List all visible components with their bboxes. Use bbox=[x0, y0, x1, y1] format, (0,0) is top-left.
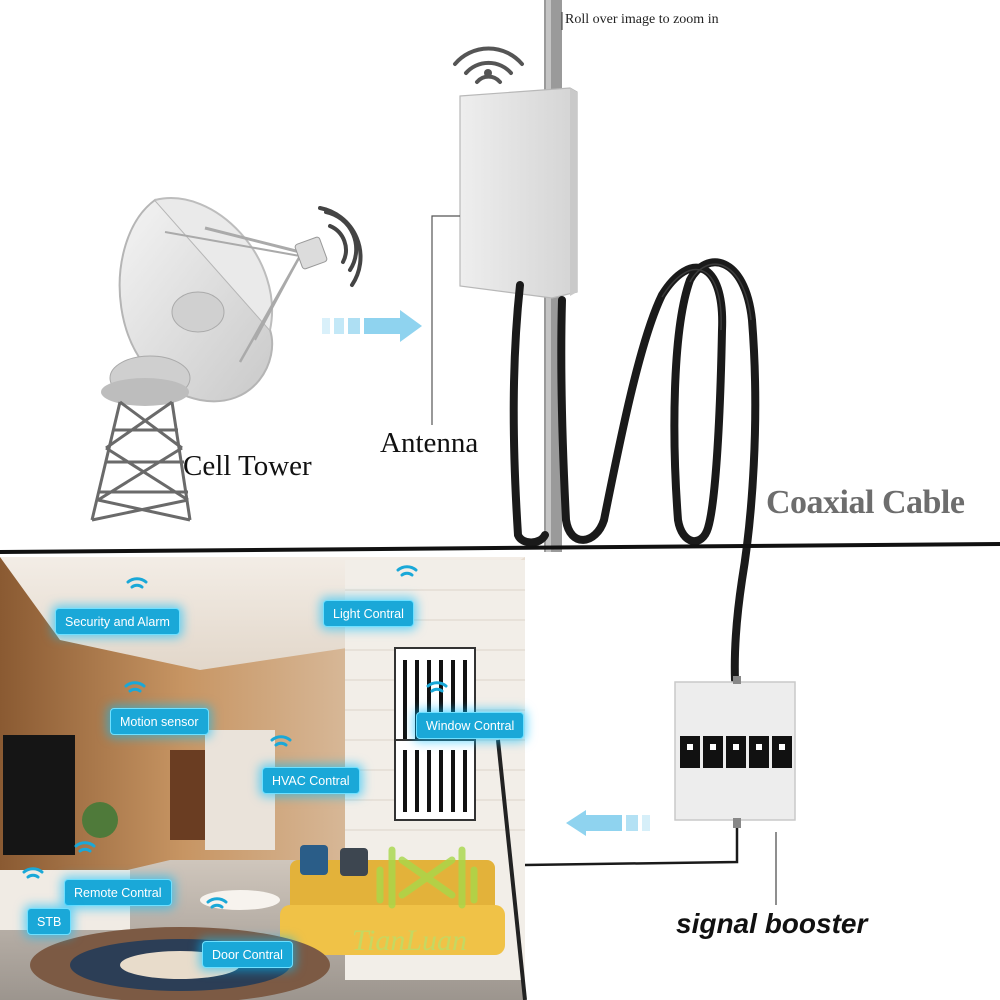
signal-booster-label: signal booster bbox=[676, 908, 868, 939]
tag-door-control: Door Contral bbox=[202, 941, 293, 968]
antenna-label: Antenna bbox=[380, 427, 479, 459]
cell-tower-lattice-icon bbox=[90, 400, 192, 522]
wifi-signal-icon bbox=[453, 46, 524, 84]
tag-light-control: Light Contral bbox=[323, 600, 414, 627]
tag-hvac-control: HVAC Contral bbox=[262, 767, 360, 794]
satellite-dish-icon bbox=[101, 197, 328, 406]
signal-booster-icon bbox=[674, 676, 796, 828]
tag-motion-sensor: Motion sensor bbox=[110, 708, 209, 735]
tag-wifi-icons bbox=[22, 565, 448, 909]
tag-stb: STB bbox=[27, 908, 72, 935]
zoom-hint-text: Roll over image to zoom in bbox=[565, 12, 719, 27]
tianluan-logo-icon bbox=[376, 846, 478, 909]
tag-security-alarm: Security and Alarm bbox=[55, 608, 180, 635]
antenna-leader-line bbox=[431, 215, 460, 425]
section-divider bbox=[0, 542, 1000, 554]
tag-remote-control: Remote Contral bbox=[64, 879, 172, 906]
coaxial-cable bbox=[509, 258, 760, 684]
cell-tower-label: Cell Tower bbox=[183, 450, 312, 482]
panel-antenna-icon bbox=[459, 87, 578, 299]
signal-flow-arrow-icon bbox=[322, 310, 422, 342]
tag-window-control: Window Contral bbox=[416, 712, 525, 739]
dish-signal-waves-icon bbox=[318, 206, 363, 287]
brand-watermark: TianLuan bbox=[352, 924, 468, 957]
coaxial-cable-label: Coaxial Cable bbox=[766, 484, 965, 521]
indoor-cable bbox=[524, 828, 739, 867]
indoor-signal-arrow-icon bbox=[566, 810, 650, 836]
